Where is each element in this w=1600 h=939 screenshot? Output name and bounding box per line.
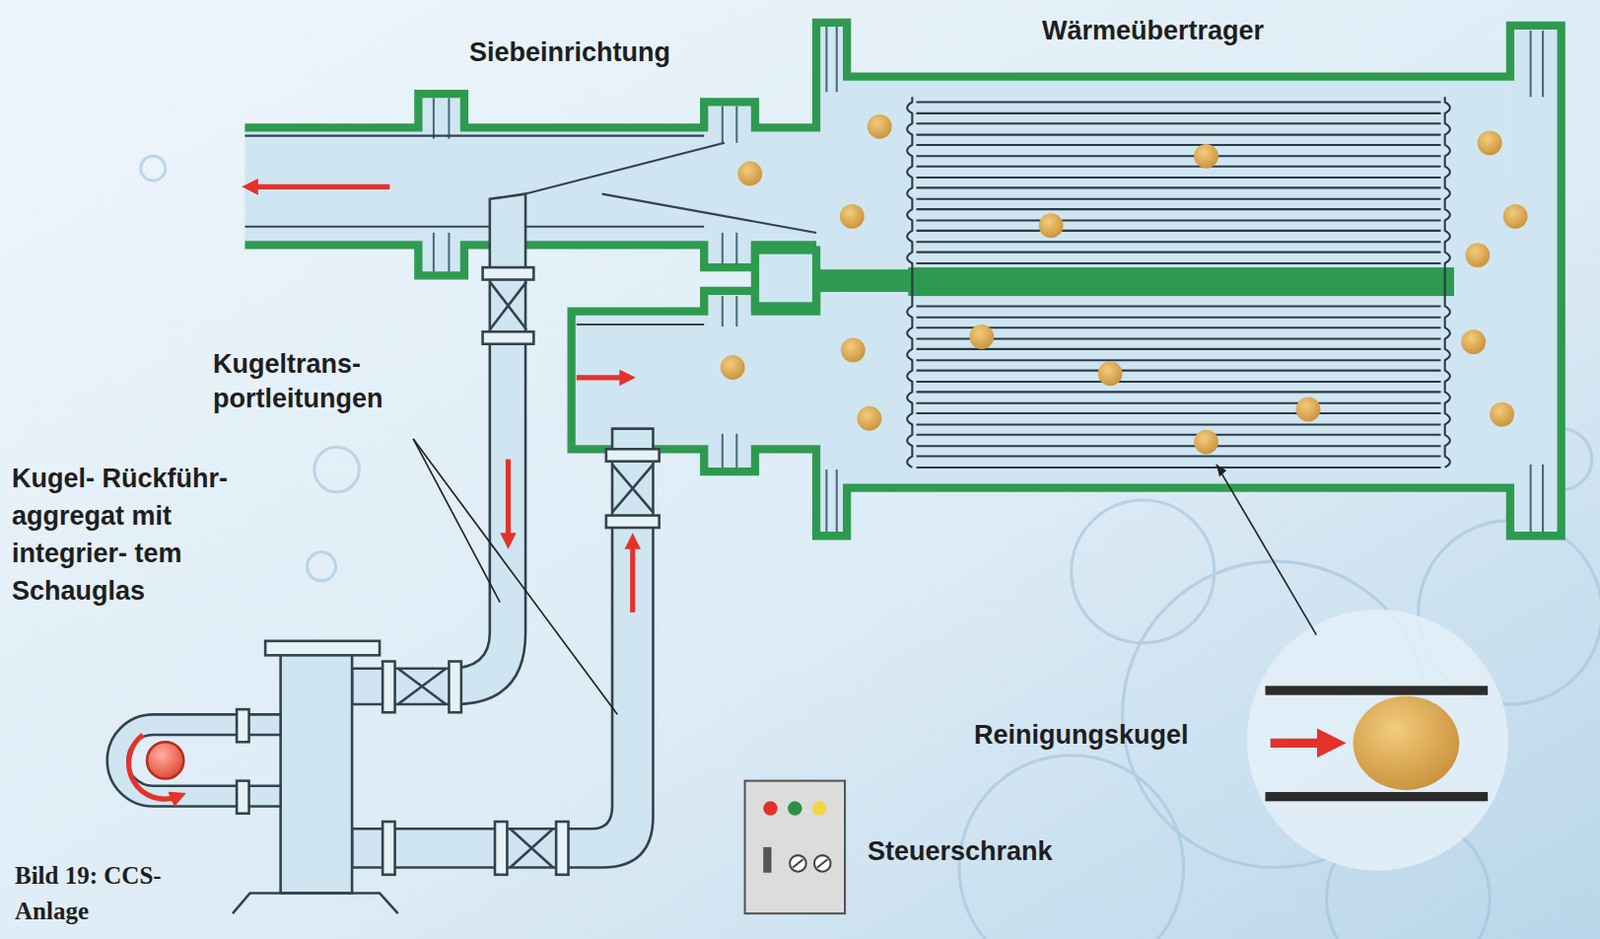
figure-caption: Bild 19: CCS-Anlage bbox=[14, 857, 163, 930]
tube-wall bbox=[915, 369, 1441, 372]
cleaning-ball bbox=[969, 324, 994, 349]
tube-sheet bbox=[906, 96, 912, 468]
tube-wall bbox=[915, 143, 1441, 146]
cleaning-ball bbox=[1464, 242, 1490, 268]
tube-wall bbox=[915, 229, 1441, 232]
tube-wall bbox=[915, 218, 1441, 221]
tube-wall bbox=[915, 466, 1441, 469]
tube-wall bbox=[915, 240, 1441, 243]
exchanger-fill bbox=[244, 22, 1561, 536]
tube-wall bbox=[915, 176, 1441, 179]
tube-wall bbox=[915, 186, 1441, 189]
part-label: Kugeltrans- portleitungen bbox=[212, 347, 425, 417]
flow-arrow bbox=[129, 734, 179, 799]
tube-wall bbox=[915, 390, 1441, 393]
tube-wall bbox=[915, 251, 1441, 254]
cleaning-ball bbox=[720, 354, 746, 380]
cleaning-ball-detail bbox=[1247, 609, 1509, 871]
cleaning-ball bbox=[1193, 143, 1219, 169]
pipe-inner bbox=[244, 136, 817, 325]
pass-divider bbox=[907, 267, 1455, 296]
cleaning-ball bbox=[1460, 329, 1486, 354]
cleaning-ball bbox=[1098, 360, 1123, 386]
tube-wall bbox=[915, 316, 1441, 319]
part-label: Steuerschrank bbox=[867, 834, 1053, 869]
cleaning-balls bbox=[720, 114, 1529, 455]
ball-transport-pipes bbox=[351, 194, 653, 868]
bubbles bbox=[140, 155, 1600, 939]
part-label: Reinigungskugel bbox=[973, 717, 1189, 753]
tube-wall bbox=[915, 402, 1441, 405]
tube-wall bbox=[915, 100, 1441, 103]
part-label: Siebeinrichtung bbox=[469, 35, 671, 70]
tube-wall bbox=[915, 455, 1441, 458]
tube-bundle bbox=[906, 96, 1451, 468]
tube-wall bbox=[915, 444, 1441, 447]
tube-wall bbox=[915, 358, 1441, 361]
flange-slits bbox=[433, 26, 1543, 532]
control-cabinet bbox=[745, 780, 845, 914]
cleaning-ball bbox=[867, 114, 893, 140]
tube-wall bbox=[915, 326, 1441, 329]
leader-arrowhead bbox=[1216, 464, 1227, 477]
part-label: Wärmeübertrager bbox=[1042, 13, 1264, 49]
exchanger-outline bbox=[244, 22, 1561, 536]
cleaning-ball bbox=[1503, 204, 1529, 229]
tube-wall bbox=[915, 380, 1441, 383]
tube-wall bbox=[915, 165, 1441, 168]
cleaning-ball bbox=[1477, 130, 1503, 155]
tube-wall bbox=[915, 338, 1441, 341]
cleaning-ball bbox=[1489, 402, 1515, 427]
cleaning-ball bbox=[856, 406, 882, 431]
part-label: Kugel- Rückführ- aggregat mit integrier-… bbox=[11, 459, 249, 610]
tube-wall bbox=[915, 347, 1441, 350]
tube-wall bbox=[915, 134, 1441, 137]
tube-wall bbox=[915, 262, 1441, 265]
tube-wall bbox=[915, 112, 1441, 115]
tube-wall bbox=[915, 304, 1441, 307]
cleaning-ball bbox=[1296, 397, 1322, 422]
cleaning-ball bbox=[737, 160, 763, 186]
tube-wall bbox=[915, 422, 1441, 425]
cleaning-ball bbox=[1193, 429, 1219, 455]
pipe-valves bbox=[382, 267, 660, 875]
tube-sheet bbox=[1445, 96, 1451, 468]
tube-wall bbox=[915, 198, 1441, 201]
cleaning-ball bbox=[840, 338, 866, 363]
tube-wall bbox=[915, 208, 1441, 210]
leader-lines bbox=[413, 438, 1317, 714]
tube-wall bbox=[915, 122, 1441, 125]
tube-wall bbox=[915, 433, 1441, 436]
tube-wall bbox=[915, 154, 1441, 157]
cleaning-ball bbox=[839, 204, 865, 229]
tube-wall bbox=[915, 412, 1441, 415]
cleaning-ball bbox=[1039, 212, 1064, 238]
